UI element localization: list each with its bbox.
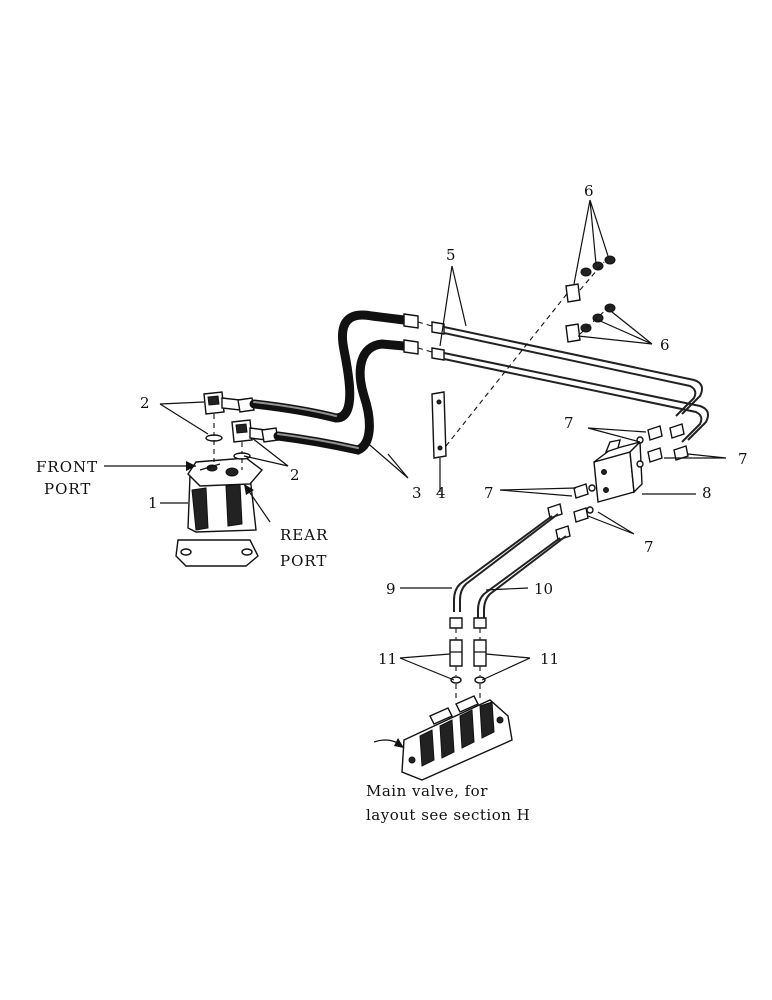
label-11-left: 11 [378, 650, 397, 668]
label-4: 4 [436, 484, 446, 502]
valve-block [593, 439, 643, 503]
label-2-upper: 2 [140, 394, 150, 412]
label-7-a: 7 [564, 414, 574, 432]
label-7-c: 7 [484, 484, 494, 502]
label-11-right: 11 [540, 650, 559, 668]
caption-line1: Main valve, for [366, 782, 488, 800]
caption-line2: layout see section H [366, 806, 530, 824]
hose-upper [237, 310, 419, 423]
label-9: 9 [386, 580, 396, 598]
rear-port-label-line2: PORT [280, 552, 327, 570]
front-port-label-line1: FRONT [36, 458, 98, 476]
tube-fittings [573, 423, 689, 523]
label-6-lower: 6 [660, 336, 670, 354]
front-port-label-line2: PORT [44, 480, 91, 498]
elbow-fitting-upper [203, 391, 241, 462]
leader-lines [104, 199, 727, 749]
label-1: 1 [148, 494, 158, 512]
tube-9 [453, 503, 563, 612]
clip-hardware-upper [565, 255, 616, 303]
label-6-upper: 6 [584, 182, 594, 200]
label-3: 3 [412, 484, 422, 502]
label-7-b: 7 [738, 450, 748, 468]
main-valve [401, 695, 513, 781]
label-5: 5 [446, 246, 456, 264]
label-8: 8 [702, 484, 712, 502]
mounting-clamp [431, 289, 571, 459]
label-2-lower: 2 [290, 466, 300, 484]
tube-lower [431, 347, 709, 443]
hose-lower [261, 339, 419, 455]
tube-upper [431, 321, 703, 417]
label-10: 10 [534, 580, 553, 598]
adapter-fittings [449, 617, 487, 700]
rear-port-label-line1: REAR [280, 526, 328, 544]
hydraulic-pump [175, 457, 264, 567]
elbow-fitting-lower [231, 419, 267, 470]
tube-10 [477, 525, 571, 618]
clip-hardware-lower [565, 303, 616, 343]
label-7-d: 7 [644, 538, 654, 556]
